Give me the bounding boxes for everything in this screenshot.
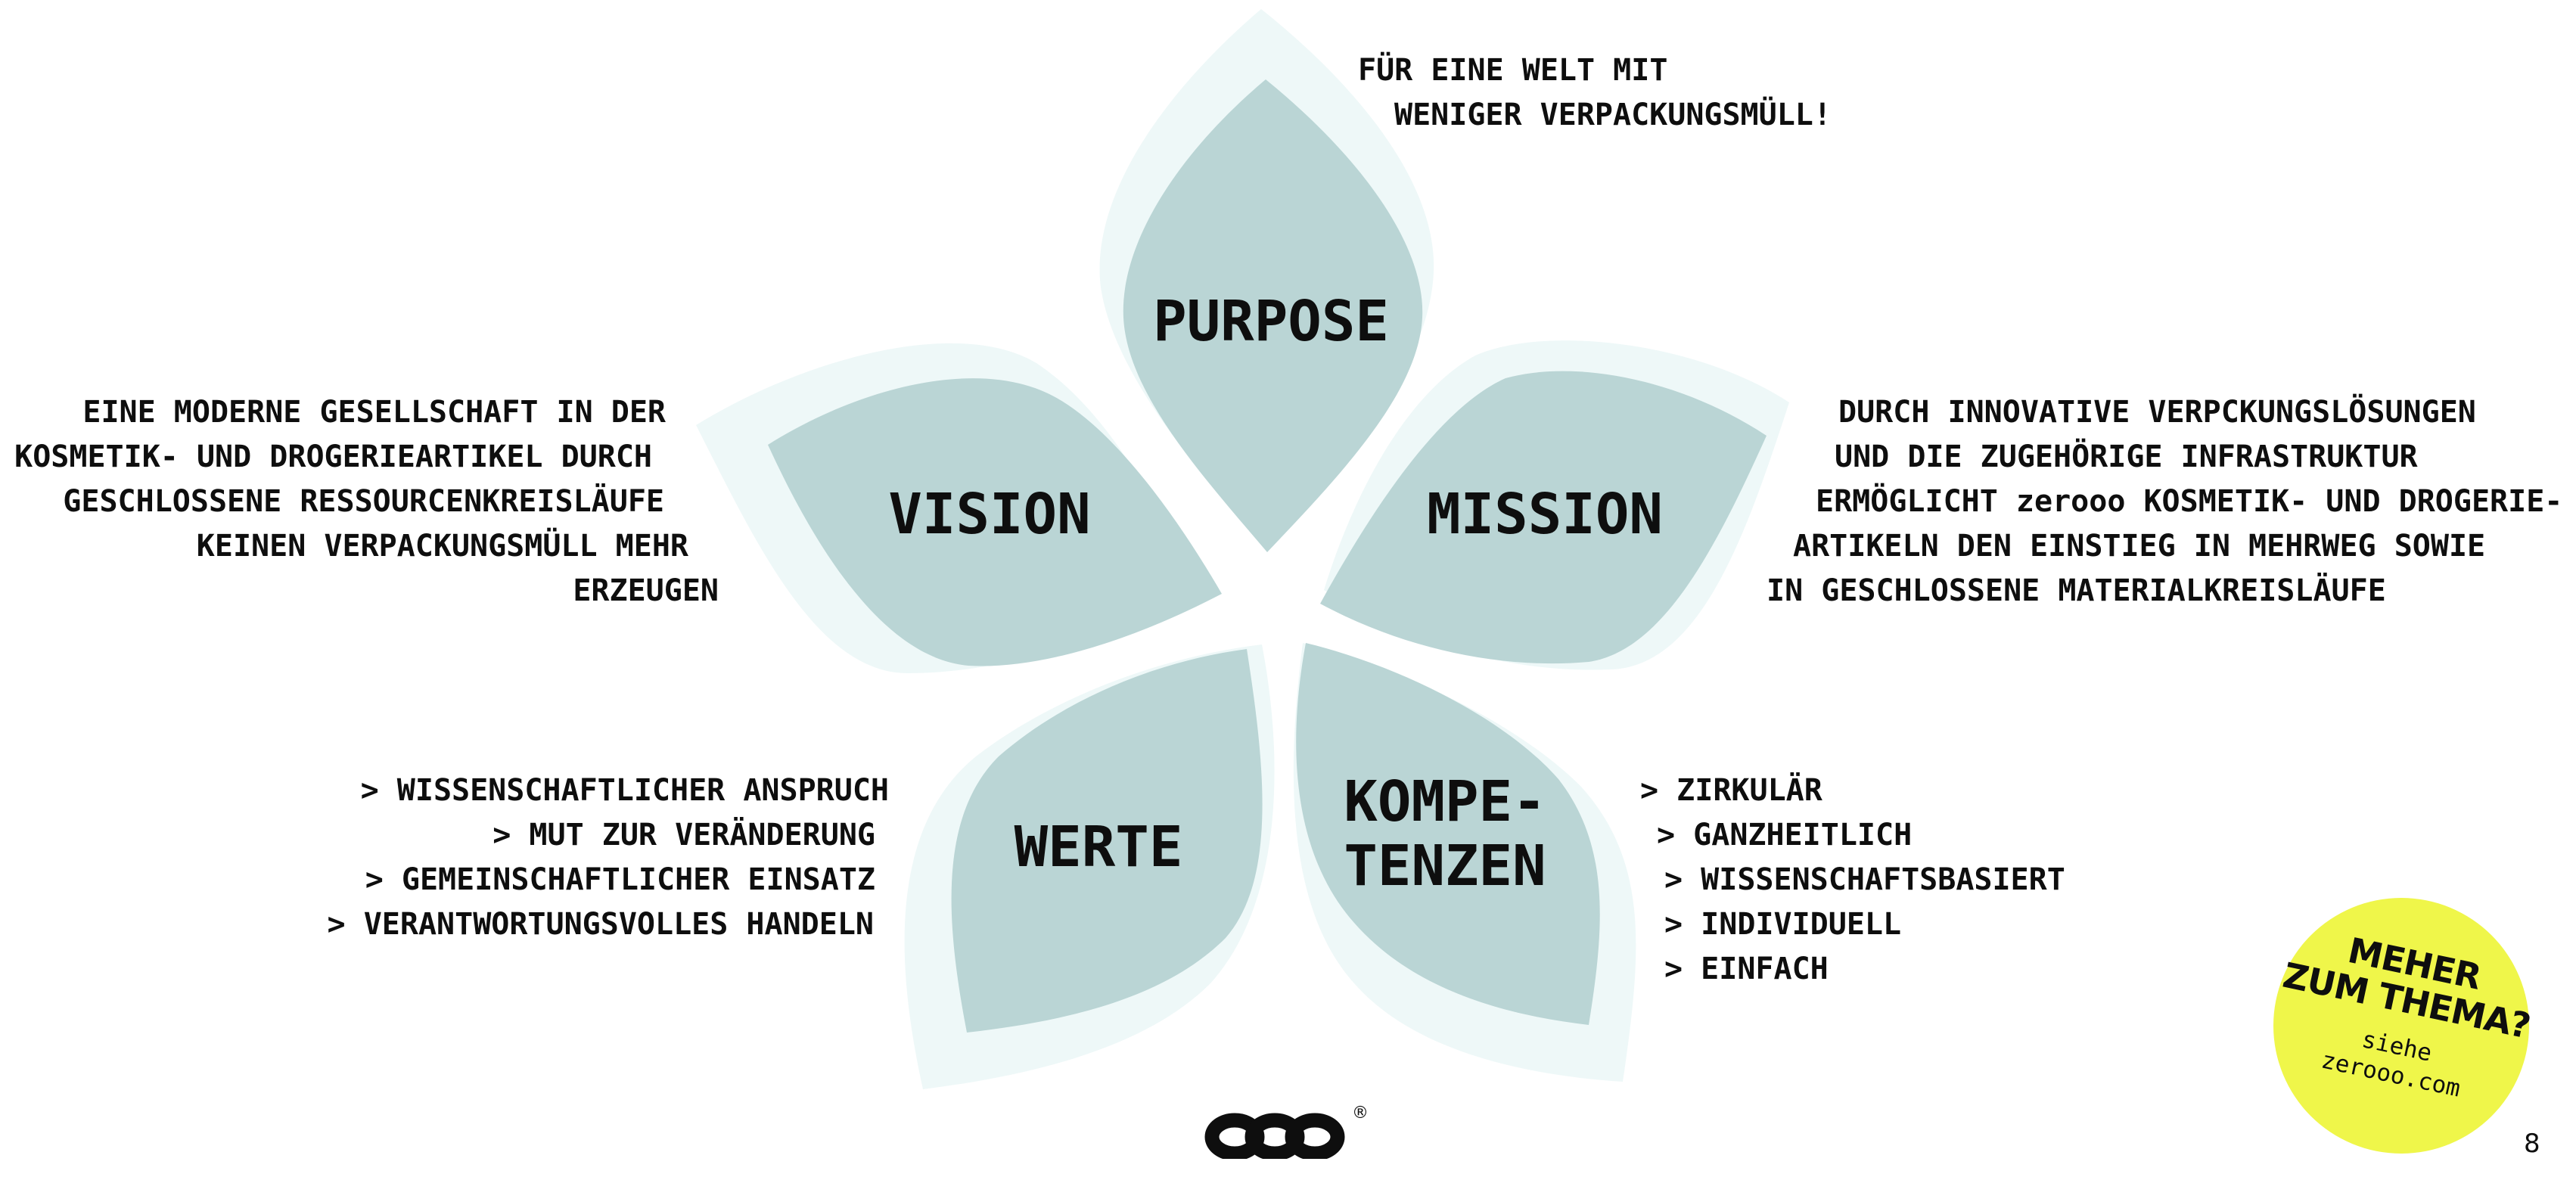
vision-description: EINE MODERNE GESELLSCHAFT IN DER KOSMETI…	[14, 390, 719, 613]
werte-list: > WISSENSCHAFTLICHER ANSPRUCH > MUT ZUR …	[328, 769, 889, 947]
petal-label-werte: WERTE	[1015, 815, 1183, 880]
petal-label-mission: MISSION	[1427, 482, 1663, 547]
vision-line: KEINEN VERPACKUNGSMÜLL MEHR	[196, 529, 688, 564]
werte-list-item: > VERANTWORTUNGSVOLLES HANDELN	[327, 907, 874, 942]
kompetenzen-list-item: > GANZHEITLICH	[1657, 818, 1913, 852]
mission-description: DURCH INNOVATIVE VERPCKUNGSLÖSUNGEN UND …	[1767, 390, 2562, 613]
vision-line: ERZEUGEN	[573, 573, 719, 608]
werte-list-item: > WISSENSCHAFTLICHER ANSPRUCH	[360, 773, 889, 808]
petal-mission-fill	[1320, 371, 1767, 664]
petal-kompetenzen: KOMPE- TENZEN	[1293, 643, 1636, 1082]
petal-vision-fill	[768, 378, 1222, 666]
kompetenzen-list-item: > WISSENSCHAFTSBASIERT	[1664, 862, 2065, 897]
petal-mission: MISSION	[1320, 340, 1789, 670]
petal-werte: WERTE	[904, 644, 1275, 1089]
petal-purpose: PURPOSE	[1099, 9, 1434, 552]
petal-label-kompetenzen-line2: TENZEN	[1344, 834, 1546, 899]
petal-label-kompetenzen-line1: KOMPE-	[1344, 769, 1546, 834]
kompetenzen-list-item: > INDIVIDUELL	[1664, 907, 1902, 942]
petal-purpose-fill	[1123, 79, 1423, 552]
petal-label-vision: VISION	[888, 482, 1090, 547]
purpose-line: WENIGER VERPACKUNGSMÜLL!	[1394, 98, 1832, 132]
vision-line: EINE MODERNE GESELLSCHAFT IN DER	[82, 395, 666, 430]
kompetenzen-list-item: > EINFACH	[1664, 952, 1829, 986]
vision-line: KOSMETIK- UND DROGERIEARTIKEL DURCH	[14, 439, 652, 474]
vision-line: GESCHLOSSENE RESSOURCENKREISLÄUFE	[63, 484, 664, 519]
kompetenzen-list: > ZIRKULÄR > GANZHEITLICH > WISSENSCHAFT…	[1640, 769, 2065, 992]
werte-list-item: > MUT ZUR VERÄNDERUNG	[493, 818, 875, 852]
kompetenzen-list-item: > ZIRKULÄR	[1640, 773, 1822, 808]
more-info-badge-content: MEHER ZUM THEMA? siehe zerooo.com	[2250, 874, 2553, 1177]
petal-werte-fill	[951, 649, 1263, 1033]
mission-line: DURCH INNOVATIVE VERPCKUNGSLÖSUNGEN	[1838, 395, 2476, 430]
mission-line: ERMÖGLICHT zerooo KOSMETIK- UND DROGERIE…	[1816, 484, 2563, 519]
mission-line: UND DIE ZUGEHÖRIGE INFRASTRUKTUR	[1835, 439, 2418, 474]
purpose-description: FÜR EINE WELT MIT WENIGER VERPACKUNGSMÜL…	[1358, 48, 1832, 138]
registered-mark: ®	[1352, 1104, 1369, 1123]
mission-line: IN GESCHLOSSENE MATERIALKREISLÄUFE	[1767, 573, 2386, 608]
purpose-line: FÜR EINE WELT MIT	[1358, 53, 1668, 88]
petal-kompetenzen-fill	[1296, 643, 1600, 1025]
page-number: 8	[2524, 1129, 2540, 1159]
zerooo-infinity-logo-icon: ®	[1204, 1104, 1369, 1159]
more-info-badge[interactable]: MEHER ZUM THEMA? siehe zerooo.com	[2273, 898, 2534, 1154]
werte-list-item: > GEMEINSCHAFTLICHER EINSATZ	[365, 862, 875, 897]
petal-vision: VISION	[696, 343, 1222, 673]
petal-label-purpose: PURPOSE	[1153, 289, 1389, 354]
mission-line: ARTIKELN DEN EINSTIEG IN MEHRWEG SOWIE	[1793, 529, 2486, 564]
